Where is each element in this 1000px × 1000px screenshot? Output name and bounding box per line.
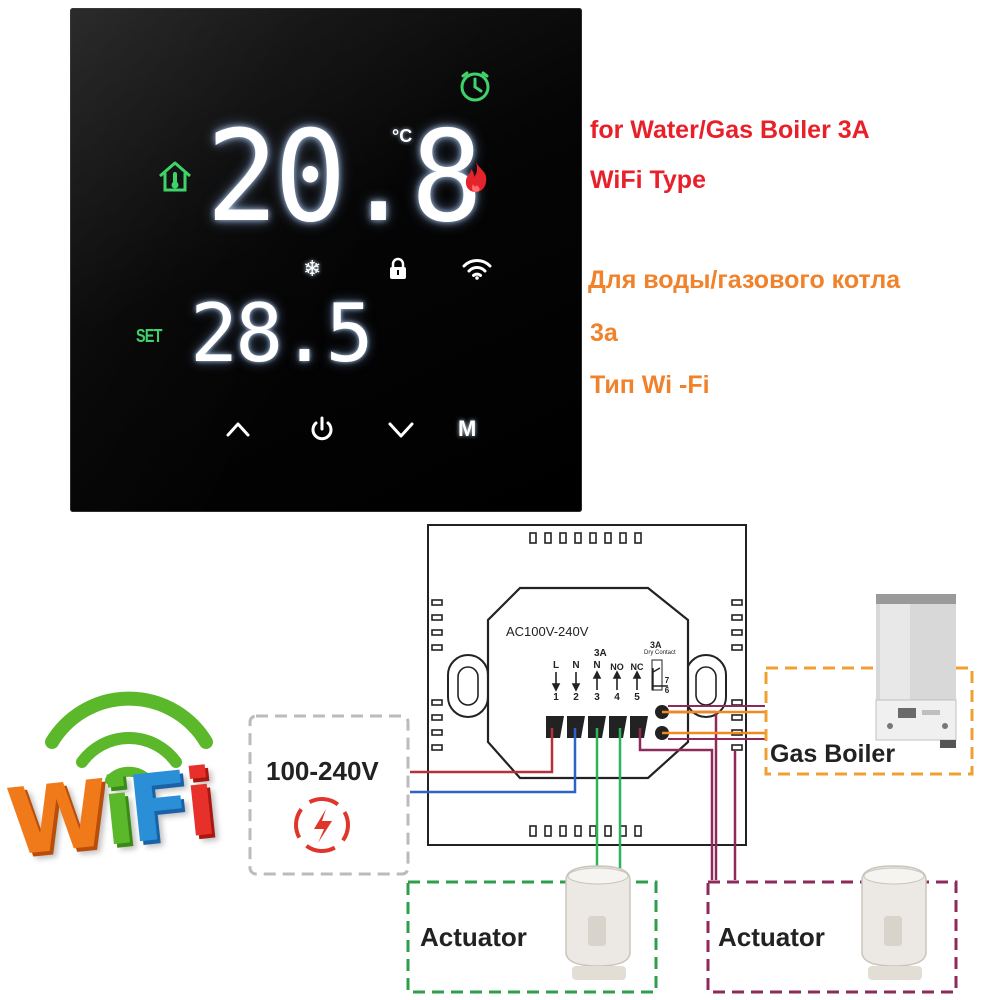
- wifi-logo-arcs: [45, 691, 213, 785]
- terminal-number-3: 3: [594, 692, 600, 703]
- dry-contact-current-label: 3A: [650, 640, 662, 650]
- temperature-unit: °C: [392, 126, 413, 146]
- terminal-name-1: L: [552, 660, 560, 671]
- set-label: SET: [136, 326, 162, 346]
- module-voltage-label: AC100V-240V: [506, 624, 589, 639]
- spec-russian-line-3: Тип Wi -Fi: [590, 371, 710, 399]
- mode-button[interactable]: M: [458, 416, 477, 441]
- wifi-status-icon: [462, 259, 492, 280]
- actuator-right-illustration: [861, 865, 927, 980]
- spec-russian-line-2: 3a: [590, 319, 618, 347]
- actuator-right-label: Actuator: [718, 922, 825, 952]
- power-button[interactable]: [305, 412, 339, 446]
- terminal-number-2: 2: [573, 692, 579, 703]
- gas-boiler-label: Gas Boiler: [770, 740, 896, 768]
- terminal-number-4: 4: [614, 692, 620, 703]
- down-arrow-button[interactable]: [384, 412, 418, 446]
- actuator-left-label: Actuator: [420, 922, 527, 952]
- spec-russian-line-1: Для воды/газового котла: [588, 266, 901, 294]
- actuator-left-box: [406, 880, 658, 994]
- lock-icon: [390, 257, 406, 279]
- actuator-right-box: [706, 880, 958, 994]
- room-temperature-display: 20.8: [206, 104, 483, 251]
- clock-icon: [460, 71, 490, 102]
- power-box: [248, 714, 410, 876]
- terminal-number-5: 5: [634, 692, 640, 703]
- terminal-name-4: NO: [610, 662, 624, 672]
- boiler-box: [764, 666, 974, 776]
- gas-boiler-illustration: [875, 594, 957, 748]
- flame-icon: [465, 162, 487, 192]
- spec-english-line-2: WiFi Type: [590, 166, 706, 194]
- terminal-name-3: N: [593, 660, 601, 671]
- snowflake-icon: ❄: [303, 256, 322, 281]
- set-temperature-display: 28.5: [190, 287, 374, 380]
- up-arrow-button[interactable]: [221, 412, 255, 446]
- dry-contact-label: Dry Contact: [644, 650, 676, 656]
- terminal-name-5: NC: [630, 662, 644, 672]
- wifi-logo-letter: W: [2, 760, 109, 877]
- actuator-left-illustration: [565, 865, 631, 980]
- dry-terminal-6: 6: [664, 686, 670, 695]
- power-supply-label: 100-240V: [266, 756, 379, 786]
- wifi-logo-word: WiFi: [2, 749, 216, 877]
- terminal-number-1: 1: [553, 692, 559, 703]
- dry-terminal-7: 7: [664, 676, 670, 685]
- electric-hazard-icon: [294, 797, 350, 853]
- spec-english-line-1: for Water/Gas Boiler 3A: [590, 116, 870, 144]
- module-current-label: 3A: [594, 648, 607, 659]
- terminal-name-2: N: [572, 660, 580, 671]
- home-temperature-icon: [159, 161, 191, 192]
- wifi-logo-text: WiFi: [2, 749, 216, 877]
